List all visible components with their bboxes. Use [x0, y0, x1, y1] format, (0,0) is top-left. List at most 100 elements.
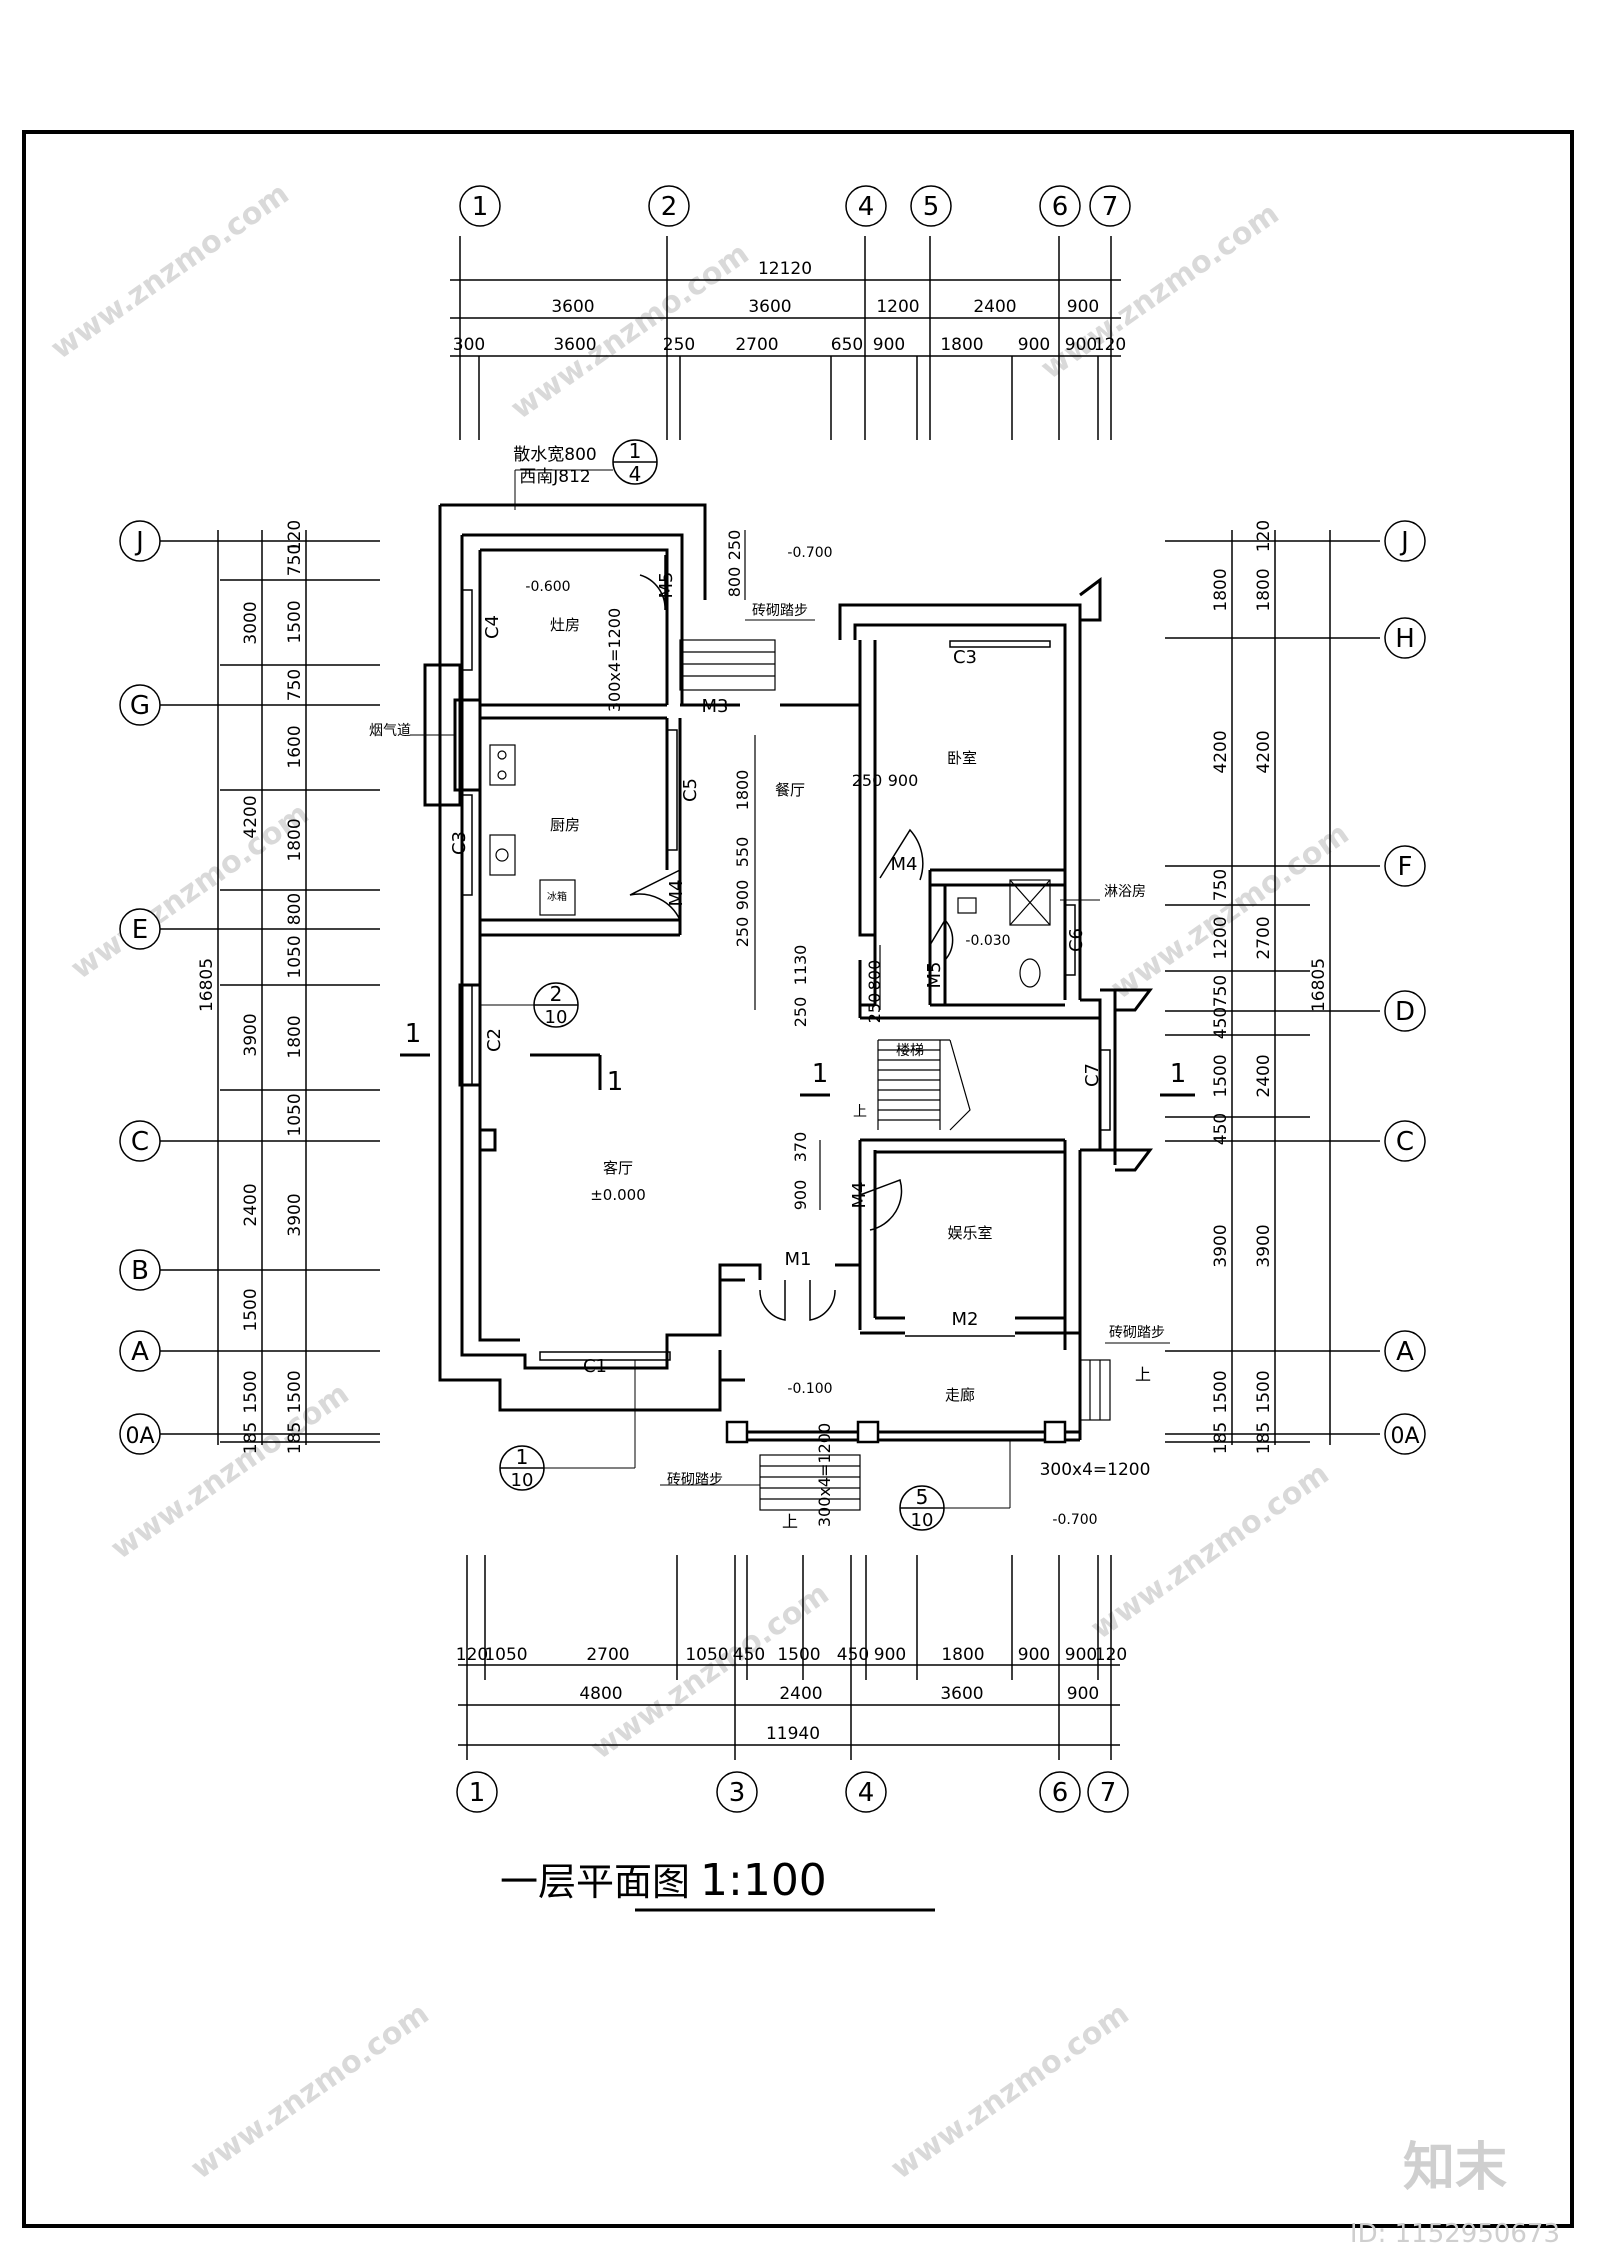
dim-right-detail: 1800 — [1211, 568, 1231, 611]
axis-label-1: 1 — [469, 1778, 486, 1808]
axis-label-4: 4 — [858, 1778, 875, 1808]
bottom-axis-labels: 1 3 4 6 7 — [469, 1778, 1117, 1808]
dim-right-mid: 1500 — [1254, 1370, 1274, 1413]
left-dimension-values: 16805 3000 4200 3900 2400 1500 1500 185 … — [197, 520, 305, 1454]
dim-left-detail: 800 — [285, 893, 305, 925]
dim-top-row3: 900 — [1018, 335, 1050, 355]
dim-interior: 250 — [725, 530, 744, 561]
left-axis-labels: J G E C B A 0A — [125, 527, 154, 1449]
dim-top-row3: 250 — [663, 335, 695, 355]
section-mark-left: 1 — [405, 1019, 422, 1049]
dim-interior: 550 — [733, 837, 752, 868]
dim-right-detail: 1500 — [1211, 1054, 1231, 1097]
door-label-M4-bedroom: M4 — [891, 854, 918, 875]
dim-right-mid: 185 — [1254, 1422, 1274, 1454]
elev-outdoor-top: -0.700 — [787, 545, 832, 561]
dim-left-detail: 1050 — [285, 1093, 305, 1136]
dim-top-row2: 3600 — [551, 297, 594, 317]
room-label-stove: 灶房 — [550, 616, 580, 634]
dim-right-detail: 450 — [1211, 1113, 1231, 1145]
dim-bottom-row1: 900 — [1018, 1645, 1050, 1665]
dim-right-mid: 120 — [1254, 520, 1274, 552]
dim-top-row3: 300 — [453, 335, 485, 355]
interior-dim-lines — [744, 530, 881, 1210]
detail-2-10-den: 10 — [545, 1007, 568, 1028]
detail-2-10-num: 2 — [550, 982, 563, 1006]
dim-bottom-row1: 900 — [1065, 1645, 1097, 1665]
dim-bottom-row1: 120 — [456, 1645, 488, 1665]
dim-left-mid: 1500 — [241, 1288, 261, 1331]
detail-1-10-den: 10 — [511, 1470, 534, 1491]
bottom-dimensions — [458, 1555, 1120, 1760]
steps-dim-bottom: 300x4=1200 — [815, 1423, 834, 1527]
axis-label-5: 5 — [923, 192, 940, 222]
kitchen-fixtures — [489, 744, 1051, 988]
section-mark-inner-left: 1 — [607, 1067, 624, 1097]
dim-left-detail: 1800 — [285, 1015, 305, 1058]
plan-labels: 散水宽800 西南J812 1 4 2 10 1 10 5 10 灶房 -0.6… — [369, 439, 1186, 1531]
detail-callouts — [499, 439, 945, 1531]
top-axis-labels: 1 2 4 5 6 7 — [472, 192, 1119, 222]
axis-label-E: E — [132, 915, 148, 945]
dim-left-mid: 185 — [241, 1422, 261, 1454]
dim-left-detail: 120 — [285, 520, 305, 552]
elev-bath: -0.030 — [965, 933, 1010, 949]
axis-label-B: B — [131, 1256, 149, 1286]
dim-interior: 250 — [791, 997, 810, 1028]
apron-note: 散水宽800 — [513, 445, 596, 465]
leader-lines — [410, 469, 1170, 1509]
dim-bottom-row2: 4800 — [579, 1684, 622, 1704]
dim-bottom-row2: 3600 — [940, 1684, 983, 1704]
detail-1-4-den: 4 — [629, 462, 642, 486]
door-label-M4-ent: M4 — [849, 1182, 870, 1209]
dim-interior: 900 — [733, 880, 752, 911]
dim-interior: 900 — [791, 1180, 810, 1211]
dim-right-detail: 750 — [1211, 869, 1231, 901]
detail-5-10-den: 10 — [911, 1510, 934, 1531]
dim-left-mid: 3000 — [241, 601, 261, 644]
window-label-C2: C2 — [484, 1028, 505, 1052]
bottom-dimension-values: 120 1050 2700 1050 450 1500 450 900 1800… — [456, 1645, 1127, 1744]
watermark-url: www.znzmo.com — [105, 1376, 356, 1566]
elev-outdoor-bottom: -0.700 — [1052, 1512, 1097, 1528]
dim-left-detail: 1600 — [285, 725, 305, 768]
dim-right-detail: 185 — [1211, 1422, 1231, 1454]
axis-label-C: C — [131, 1127, 149, 1157]
right-axis-bubbles — [1384, 520, 1426, 1455]
room-label-entertainment: 娱乐室 — [947, 1224, 992, 1242]
watermark-url: www.znzmo.com — [45, 176, 296, 366]
axis-label-4: 4 — [858, 192, 875, 222]
interior-dimension-values: 250 800 1800 550 900 250 1130 250 800 25… — [725, 530, 918, 1211]
dim-right-detail: 1500 — [1211, 1370, 1231, 1413]
right-dimension-values: 16805 120 1800 4200 2700 2400 3900 1500 … — [1211, 520, 1329, 1454]
right-dimensions — [1165, 530, 1380, 1445]
axis-label-0A: 0A — [125, 1424, 154, 1449]
dim-interior: 800 — [865, 960, 884, 991]
brick-steps-label-top: 砖砌踏步 — [752, 603, 808, 619]
axis-label-7: 7 — [1102, 192, 1119, 222]
dim-left-mid: 4200 — [241, 795, 261, 838]
dim-left-detail: 185 — [285, 1422, 305, 1454]
detail-1-10-num: 1 — [516, 1445, 529, 1469]
axis-label-A: A — [1396, 1337, 1414, 1367]
room-label-bedroom: 卧室 — [947, 749, 977, 767]
dim-bottom-row1: 1050 — [484, 1645, 527, 1665]
axis-label-H: H — [1395, 624, 1415, 654]
room-label-shower: 淋浴房 — [1104, 884, 1146, 900]
window-label-C3-kitchen: C3 — [449, 831, 470, 855]
dim-interior: 800 — [725, 567, 744, 598]
top-dimensions — [450, 236, 1121, 440]
dim-right-detail: 1200 — [1211, 916, 1231, 959]
brick-steps-label-right: 砖砌踏步 — [1109, 1325, 1165, 1341]
axis-label-D: D — [1395, 997, 1415, 1027]
dim-bottom-row1: 1050 — [685, 1645, 728, 1665]
dim-right-mid: 2400 — [1254, 1054, 1274, 1097]
dim-left-mid: 3900 — [241, 1013, 261, 1056]
axis-label-6: 6 — [1052, 1778, 1069, 1808]
window-label-C1: C1 — [583, 1356, 607, 1377]
dim-left-mid: 2400 — [241, 1183, 261, 1226]
steps-dim-top: 300x4=1200 — [605, 608, 624, 712]
detail-5-10-num: 5 — [916, 1485, 929, 1509]
dim-right-mid: 4200 — [1254, 730, 1274, 773]
room-label-living: 客厅 — [603, 1159, 633, 1177]
